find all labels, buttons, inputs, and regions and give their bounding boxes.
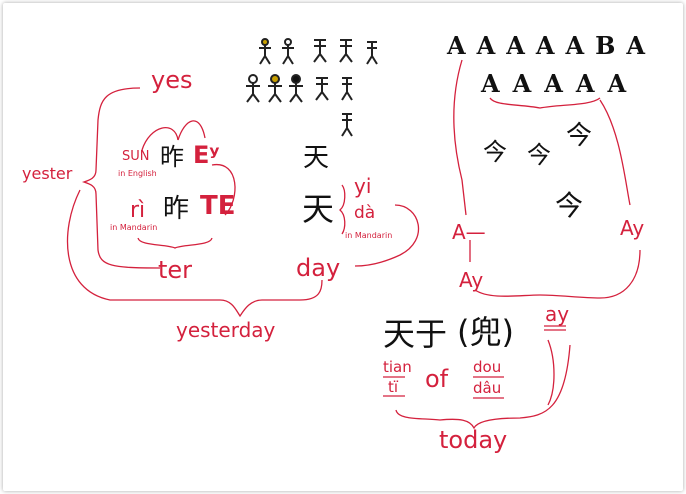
tianyu-phrase: 天于 — [383, 315, 448, 353]
yester-brace — [81, 87, 161, 269]
ay-right-label: Ay — [620, 216, 645, 240]
jin-char-1: 今 — [483, 138, 507, 166]
dou-label: dou — [473, 358, 502, 376]
oracle-figures — [246, 38, 378, 137]
jin-char-4: 今 — [555, 189, 584, 222]
te-label: TE — [200, 191, 236, 221]
arrow-sun — [141, 127, 179, 151]
a-form: A — [535, 31, 566, 60]
yi-label: yi — [354, 174, 372, 198]
te-arrow — [211, 164, 236, 216]
of-label: of — [425, 365, 449, 393]
da-label: dà — [354, 203, 376, 223]
a-form: A — [476, 31, 507, 60]
a-form: B — [595, 31, 627, 60]
yesterday-brace — [66, 189, 323, 318]
ay-under-label: ay — [545, 302, 570, 326]
a-forms-row2: AAAAA — [481, 72, 639, 96]
a-form: A — [607, 69, 640, 98]
arrow-sun2 — [177, 120, 206, 141]
a-form: A — [565, 31, 596, 60]
dou-phrase: (兜) — [457, 313, 514, 351]
dau-label: dâu — [473, 379, 502, 397]
tian-old-char: 天 — [303, 143, 330, 173]
in-mandarin-left-note: in Mandarin — [110, 223, 158, 232]
ri-label: rì — [130, 198, 146, 223]
a-form: A — [506, 31, 536, 60]
zuo-char: 昨 — [163, 194, 190, 224]
in-mandarin-mid-note: in Mandarin — [345, 231, 393, 240]
yester-label: yester — [22, 164, 73, 183]
a-dash-label: A— — [452, 220, 486, 244]
day-label: day — [296, 254, 341, 282]
a-form: A — [575, 69, 608, 98]
today-brace — [395, 344, 571, 430]
jin-right-line — [599, 99, 631, 206]
yi-da-brace — [338, 184, 346, 235]
ay-brace — [474, 249, 641, 299]
ter-brace — [137, 237, 213, 249]
yes-label: yes — [151, 66, 193, 94]
ay-to-today — [547, 339, 555, 406]
a-rows-brace — [489, 97, 601, 109]
a-form: A — [481, 69, 513, 98]
ti-label: tï — [388, 378, 399, 396]
jin-char-2: 今 — [527, 141, 551, 169]
today-label: today — [439, 426, 508, 454]
ey-label: Eʸ — [193, 141, 220, 169]
ter-label: ter — [158, 256, 193, 284]
a-form: A — [626, 31, 657, 60]
in-english-note: in English — [118, 169, 157, 178]
day-arrow — [354, 204, 420, 267]
yesterday-label: yesterday — [176, 318, 276, 342]
a-form: A — [512, 69, 545, 98]
tian-char: 天 — [302, 190, 335, 228]
zuo-seal-char: 昨 — [160, 143, 184, 171]
ay-left-label: Ay — [459, 268, 484, 292]
a-form: A — [447, 31, 477, 60]
tian-label: tian — [383, 358, 412, 376]
a-form: A — [544, 69, 576, 98]
jin-char-3: 今 — [566, 121, 593, 151]
sun-label: SUN — [122, 149, 150, 164]
a-forms-row1: AAAAABA — [447, 34, 656, 58]
a-left-line — [453, 59, 467, 216]
